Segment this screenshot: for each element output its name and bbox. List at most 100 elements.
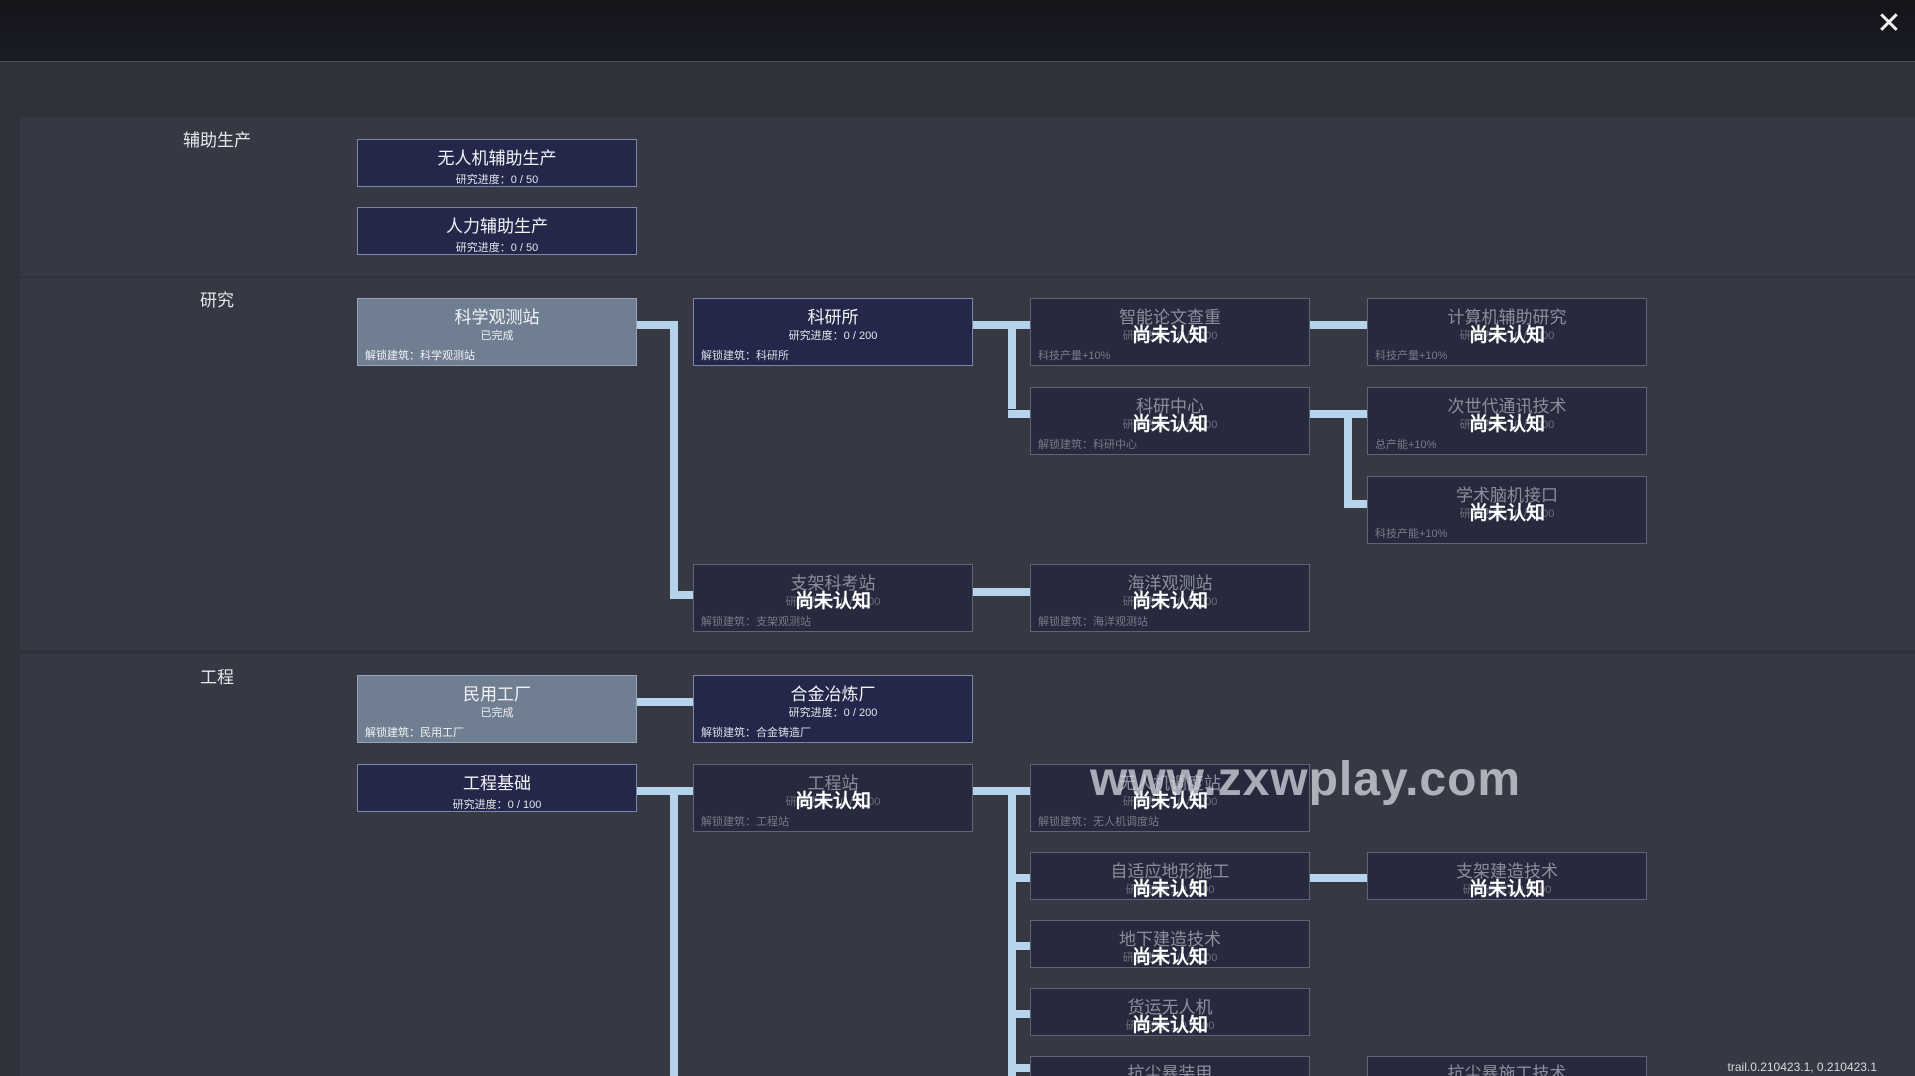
- tech-unlock-info: 解锁建筑：合金铸造厂: [701, 727, 811, 739]
- tech-node-cargo-drone[interactable]: 货运无人机 研究进度：0 / 500 尚未认知: [1030, 988, 1310, 1036]
- tech-title: 工程站: [807, 774, 859, 793]
- connector-line: [637, 321, 677, 329]
- connector-line: [1008, 942, 1030, 950]
- tech-title: 合金冶炼厂: [790, 685, 876, 704]
- tech-title: 科研中心: [1136, 397, 1204, 416]
- unknown-tech-label: 尚未认知: [1131, 325, 1208, 346]
- tech-title: 人力辅助生产: [446, 217, 548, 236]
- tech-node-smart-paper-check[interactable]: 智能论文查重 研究进度：0 / 1000 科技产量+10% 尚未认知: [1030, 298, 1310, 366]
- tech-node-stilt-construction[interactable]: 支架建造技术 研究进度：0 / 500 尚未认知: [1367, 852, 1647, 900]
- unknown-tech-label: 尚未认知: [1131, 414, 1208, 435]
- tech-node-alloy-smelter[interactable]: 合金冶炼厂 研究进度：0 / 200 解锁建筑：合金铸造厂: [693, 675, 973, 743]
- tech-progress: 研究进度：0 / 1000: [785, 796, 881, 808]
- unknown-tech-label: 尚未认知: [1131, 591, 1208, 612]
- tech-unlock-info: 解锁建筑：工程站: [701, 816, 789, 828]
- tech-title: 科学观测站: [454, 308, 540, 327]
- tech-node-research-institute[interactable]: 科研所 研究进度：0 / 200 解锁建筑：科研所: [693, 298, 973, 366]
- tech-title: 次世代通讯技术: [1447, 397, 1567, 416]
- tech-progress: 研究进度：0 / 200: [1125, 884, 1215, 896]
- tech-title: 科研所: [807, 308, 859, 327]
- unknown-tech-label: 尚未认知: [1131, 791, 1208, 812]
- connector-line: [670, 787, 693, 795]
- category-band-aux: [20, 118, 1915, 276]
- tech-title: 支架建造技术: [1456, 862, 1558, 881]
- tech-title: 抗尘暴施工技术: [1447, 1064, 1567, 1076]
- category-label-research: 研究: [200, 291, 234, 310]
- category-label-aux: 辅助生产: [183, 131, 251, 150]
- tech-node-manual-assist[interactable]: 人力辅助生产 研究进度：0 / 50: [357, 207, 637, 255]
- connector-line: [1310, 874, 1367, 882]
- tech-title: 自适应地形施工: [1110, 862, 1230, 881]
- tech-node-civil-factory[interactable]: 民用工厂 已完成 解锁建筑：民用工厂: [357, 675, 637, 743]
- tech-node-academic-bci[interactable]: 学术脑机接口 研究进度：0 / 1000 科技产能+10% 尚未认知: [1367, 476, 1647, 544]
- tech-node-science-observatory[interactable]: 科学观测站 已完成 解锁建筑：科学观测站: [357, 298, 637, 366]
- tech-node-computer-aided-research[interactable]: 计算机辅助研究 研究进度：0 / 1000 科技产量+10% 尚未认知: [1367, 298, 1647, 366]
- tech-title: 货运无人机: [1127, 998, 1213, 1017]
- tech-node-drone-dispatch-station[interactable]: 无人机调度站 研究进度：0 / 1000 解锁建筑：无人机调度站 尚未认知: [1030, 764, 1310, 832]
- close-icon[interactable]: ✕: [1876, 7, 1902, 40]
- tech-progress: 研究进度：0 / 1000: [1459, 419, 1555, 431]
- tech-node-ocean-observatory[interactable]: 海洋观测站 研究进度：0 / 1000 解锁建筑：海洋观测站 尚未认知: [1030, 564, 1310, 632]
- connector-line: [1344, 410, 1352, 508]
- tech-progress: 研究进度：0 / 500: [1462, 884, 1552, 896]
- tech-title: 民用工厂: [463, 685, 531, 704]
- unknown-tech-label: 尚未认知: [1131, 879, 1208, 900]
- tech-unlock-info: 解锁建筑：海洋观测站: [1038, 616, 1148, 628]
- tech-node-dust-storm-construction[interactable]: 抗尘暴施工技术: [1367, 1056, 1647, 1076]
- version-text: trail.0.210423.1, 0.210423.1: [1727, 1060, 1877, 1074]
- tech-progress: 研究进度：0 / 1000: [1459, 330, 1555, 342]
- connector-line: [1008, 1010, 1030, 1018]
- connector-line: [670, 591, 693, 599]
- tech-progress: 研究进度：0 / 50: [455, 174, 539, 186]
- tech-progress: 研究进度：0 / 100: [452, 799, 542, 811]
- tech-node-underground-construction[interactable]: 地下建造技术 研究进度：0 / 1000 尚未认知: [1030, 920, 1310, 968]
- tech-node-engineering-station[interactable]: 工程站 研究进度：0 / 1000 解锁建筑：工程站 尚未认知: [693, 764, 973, 832]
- tech-progress: 研究进度：0 / 500: [1125, 1020, 1215, 1032]
- tech-progress: 研究进度：0 / 1000: [1122, 596, 1218, 608]
- tech-unlock-info: 解锁建筑：科研中心: [1038, 439, 1137, 451]
- tech-unlock-info: 解锁建筑：科学观测站: [365, 350, 475, 362]
- tech-progress: 已完成: [480, 330, 514, 342]
- unknown-tech-label: 尚未认知: [1468, 503, 1545, 524]
- tech-node-dust-storm-armor[interactable]: 抗尘暴装甲: [1030, 1056, 1310, 1076]
- tech-unlock-info: 解锁建筑：支架观测站: [701, 616, 811, 628]
- tech-title: 地下建造技术: [1119, 930, 1221, 949]
- tech-progress: 研究进度：0 / 200: [788, 330, 878, 342]
- window-title-bar: [0, 0, 1915, 62]
- connector-line: [670, 321, 678, 599]
- unknown-tech-label: 尚未认知: [794, 791, 871, 812]
- tech-progress: 已完成: [480, 707, 514, 719]
- tech-node-research-center[interactable]: 科研中心 研究进度：0 / 1000 解锁建筑：科研中心 尚未认知: [1030, 387, 1310, 455]
- tech-progress: 研究进度：0 / 1000: [1122, 419, 1218, 431]
- tech-node-drone-assist[interactable]: 无人机辅助生产 研究进度：0 / 50: [357, 139, 637, 187]
- tech-title: 海洋观测站: [1127, 574, 1213, 593]
- tech-title: 抗尘暴装甲: [1127, 1064, 1213, 1076]
- connector-line: [637, 787, 677, 795]
- watermark: www.zxwplay.com: [1090, 753, 1522, 806]
- tech-node-adaptive-terrain[interactable]: 自适应地形施工 研究进度：0 / 200 尚未认知: [1030, 852, 1310, 900]
- tech-progress: 研究进度：0 / 200: [788, 707, 878, 719]
- unknown-tech-label: 尚未认知: [1468, 414, 1545, 435]
- tech-unlock-info: 科技产量+10%: [1375, 350, 1448, 362]
- tech-progress: 研究进度：0 / 1000: [785, 596, 881, 608]
- unknown-tech-label: 尚未认知: [794, 591, 871, 612]
- connector-line: [1310, 410, 1367, 418]
- unknown-tech-label: 尚未认知: [1468, 325, 1545, 346]
- tech-unlock-info: 科技产能+10%: [1375, 528, 1448, 540]
- tech-title: 支架科考站: [790, 574, 876, 593]
- tech-title: 工程基础: [463, 774, 531, 793]
- unknown-tech-label: 尚未认知: [1468, 879, 1545, 900]
- tech-progress: 研究进度：0 / 1000: [1122, 796, 1218, 808]
- tech-unlock-info: 科技产量+10%: [1038, 350, 1111, 362]
- tech-title: 无人机辅助生产: [437, 149, 557, 168]
- tech-node-engineering-basics[interactable]: 工程基础 研究进度：0 / 100: [357, 764, 637, 812]
- tech-node-next-gen-comm[interactable]: 次世代通讯技术 研究进度：0 / 1000 总产能+10% 尚未认知: [1367, 387, 1647, 455]
- connector-line: [1008, 787, 1016, 1076]
- tech-progress: 研究进度：0 / 1000: [1122, 952, 1218, 964]
- category-label-engineering: 工程: [200, 668, 234, 687]
- tech-node-stilt-research-station[interactable]: 支架科考站 研究进度：0 / 1000 解锁建筑：支架观测站 尚未认知: [693, 564, 973, 632]
- tech-title: 学术脑机接口: [1456, 486, 1558, 505]
- tech-title: 计算机辅助研究: [1447, 308, 1567, 327]
- connector-line: [1008, 321, 1016, 409]
- tech-progress: 研究进度：0 / 1000: [1459, 508, 1555, 520]
